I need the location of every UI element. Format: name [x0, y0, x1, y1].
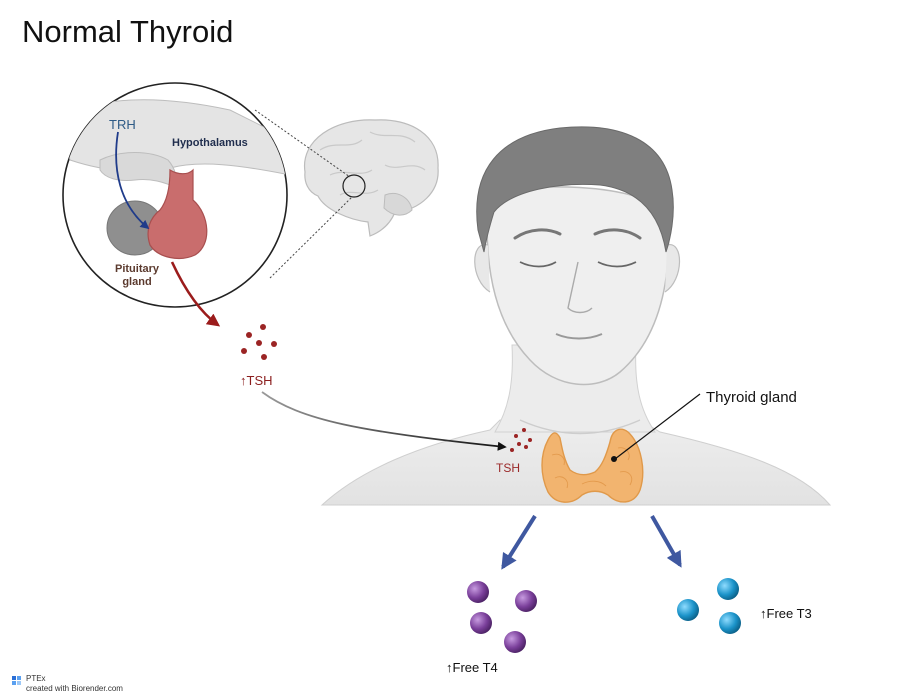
free-t4-molecules [467, 581, 537, 653]
pituitary-tsh-arrow [170, 261, 221, 327]
brain-icon [304, 119, 439, 237]
page-title: Normal Thyroid [22, 14, 234, 49]
trh-label: TRH [109, 117, 136, 132]
pituitary-label-line2: gland [122, 276, 152, 288]
free-t4-label: ↑Free T4 [446, 660, 498, 675]
branding-name: PTEx [26, 674, 46, 683]
tsh-increase-label: ↑TSH [240, 373, 273, 388]
tsh-label: TSH [496, 461, 520, 475]
tsh-molecules-cluster [241, 324, 277, 360]
free-t3-molecules [677, 578, 741, 634]
trh-arrow [115, 131, 150, 230]
thyroid-icon [541, 428, 644, 503]
biorender-logo-icon [12, 676, 21, 685]
magnified-inset [62, 82, 288, 308]
hair [476, 126, 674, 253]
thyroid-gland-label: Thyroid gland [706, 389, 797, 406]
t3-arrow [650, 515, 682, 568]
pituitary-label-line1: Pituitary [115, 263, 160, 275]
branding-credit: created with Biorender.com [26, 684, 123, 693]
hypothalamus-label: Hypothalamus [172, 137, 248, 149]
tsh-molecules-small [510, 428, 532, 452]
tsh-to-thyroid-arrow [261, 391, 507, 451]
t4-arrow [501, 514, 537, 570]
face [486, 186, 670, 386]
free-t3-label: ↑Free T3 [760, 606, 812, 621]
pituitary-gland-label: Pituitary gland [115, 263, 159, 289]
